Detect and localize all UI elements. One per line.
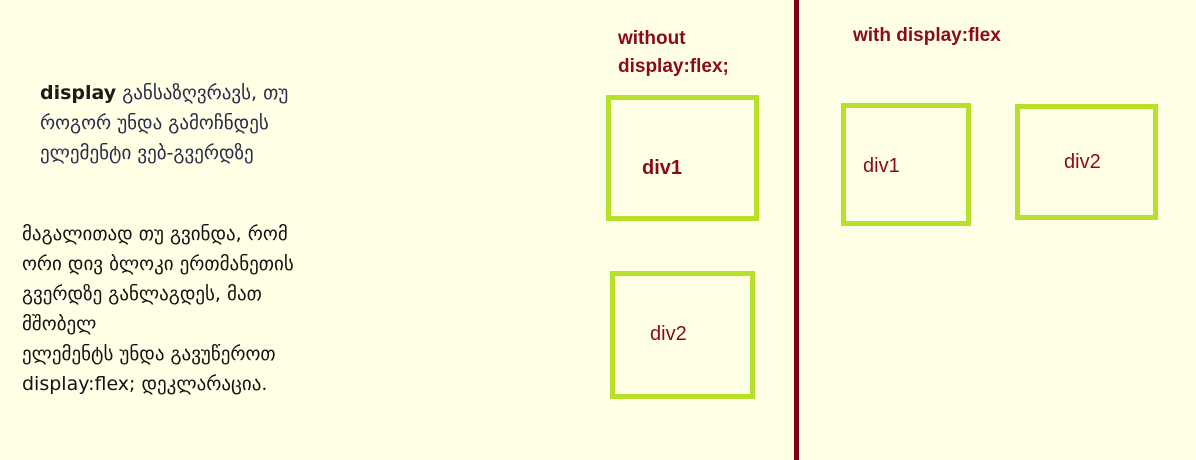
right-div2-label: div2 (1064, 151, 1101, 173)
intro-keyword: display (40, 82, 117, 104)
right-div2-box: div2 (1015, 104, 1158, 220)
right-div1-box: div1 (841, 103, 971, 226)
without-flex-heading: without display:flex; (618, 25, 788, 81)
intro-text: display განსაზღვრავს, თუ როგორ უნდა გამო… (40, 78, 360, 168)
without-flex-heading-line-1: without (618, 28, 686, 49)
example-line-2: ორი დივ ბლოკი ერთმანეთის (22, 253, 294, 275)
example-line-1: მაგალითად თუ გვინდა, რომ (22, 223, 288, 245)
example-line-5: ელემენტს უნდა გავუწეროთ (22, 343, 276, 365)
intro-line-1: display განსაზღვრავს, თუ (40, 78, 360, 108)
example-line-6: display:flex; დეკლარაცია. (22, 373, 268, 395)
example-text: მაგალითად თუ გვინდა, რომ ორი დივ ბლოკი ე… (22, 219, 382, 399)
intro-line-2: როგორ უნდა გამოჩნდეს (40, 112, 269, 134)
example-line-4: მშობელ (22, 313, 97, 335)
panel-divider (794, 0, 799, 460)
without-flex-heading-line-2: display:flex; (618, 56, 729, 77)
left-div1-box: div1 (606, 95, 759, 221)
left-div2-label: div2 (650, 323, 687, 345)
right-div1-label: div1 (863, 155, 900, 177)
intro-line-1-rest: განსაზღვრავს, თუ (116, 82, 289, 104)
left-div1-label: div1 (642, 157, 683, 179)
with-flex-heading: with display:flex (853, 25, 1001, 46)
intro-line-3: ელემენტი ვებ-გვერდზე (40, 142, 254, 164)
example-line-3: გვერდზე განლაგდეს, მათ (22, 283, 262, 305)
left-div2-box: div2 (610, 271, 755, 399)
